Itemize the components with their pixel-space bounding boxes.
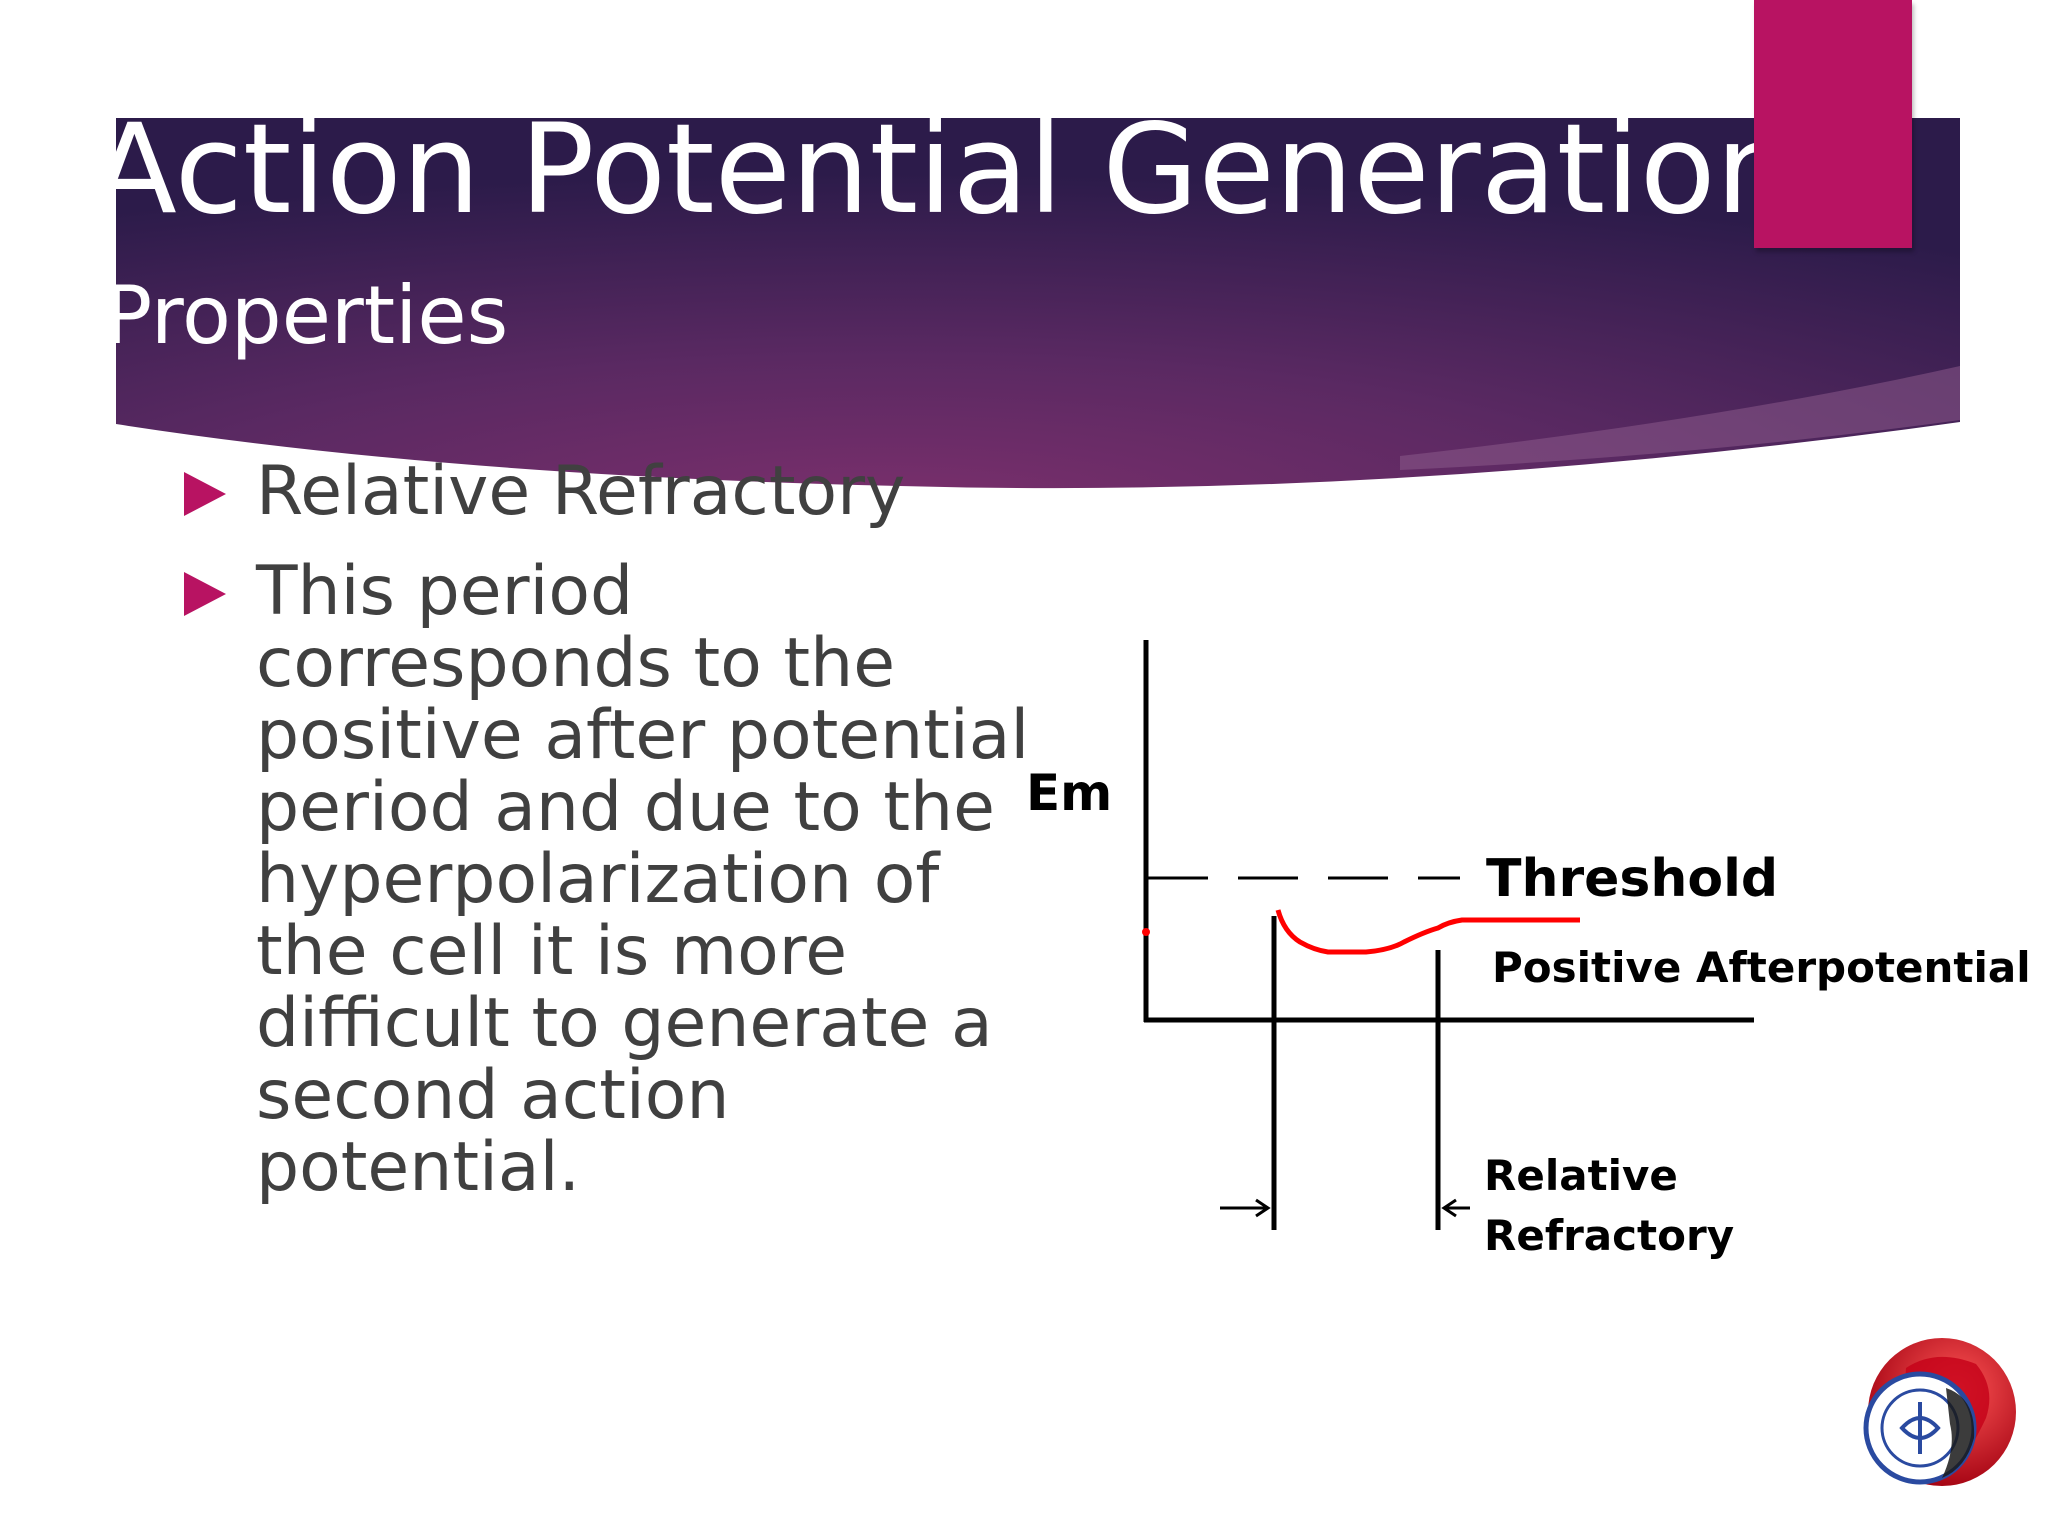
university-globe-logo-icon <box>1863 1338 2016 1486</box>
triangle-bullet-icon <box>184 572 226 616</box>
bullet-item: This period corresponds to the positive … <box>180 556 1036 1204</box>
slide-title: Action Potential Generation <box>92 98 1795 242</box>
period-label-line1: Relative <box>1484 1151 1678 1200</box>
bullet-text: This period corresponds to the positive … <box>256 552 1030 1207</box>
curve-start-dot <box>1142 928 1150 936</box>
relative-refractory-diagram: Em Threshold Positive Afterpotential Rel… <box>1026 640 2031 1260</box>
bullet-text: Relative Refractory <box>256 452 906 531</box>
slide-subtitle: Properties <box>104 269 509 362</box>
bullet-item: Relative Refractory <box>180 456 1036 528</box>
curve-label: Positive Afterpotential <box>1492 943 2031 992</box>
afterpotential-curve <box>1275 909 1580 955</box>
y-axis-label: Em <box>1026 764 1112 822</box>
threshold-label: Threshold <box>1486 849 1778 909</box>
triangle-bullet-icon <box>184 472 226 516</box>
left-arrow-head <box>1255 1198 1271 1218</box>
right-arrow-head <box>1441 1198 1457 1218</box>
title-banner <box>116 118 1960 489</box>
accent-bar <box>1754 0 1912 248</box>
period-label-line2: Refractory <box>1484 1211 1734 1260</box>
